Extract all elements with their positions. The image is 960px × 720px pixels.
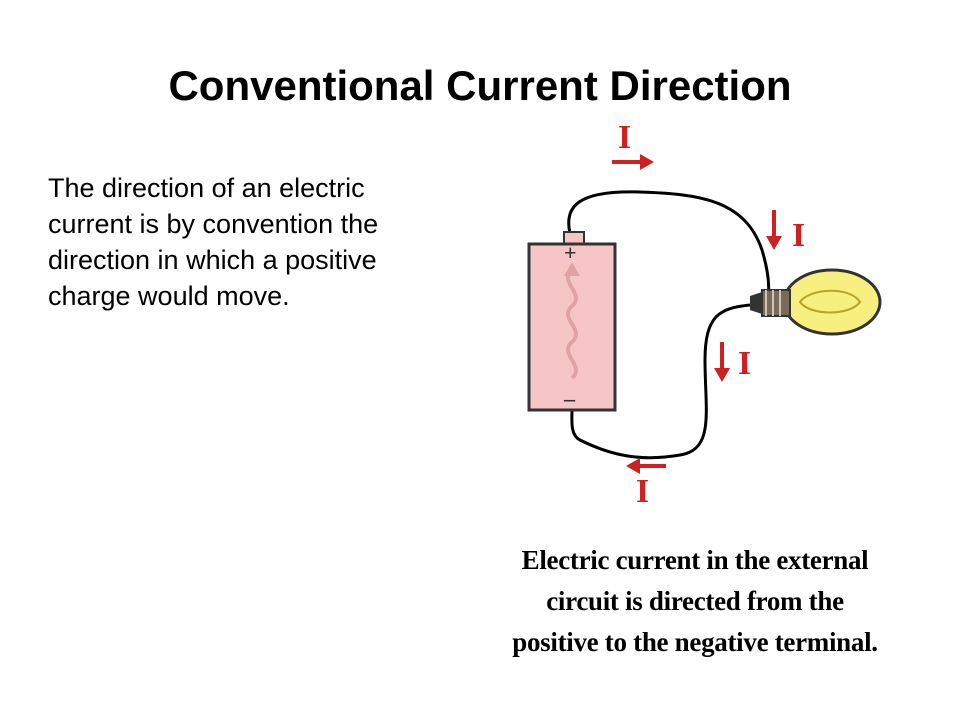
battery: + – [527,231,617,412]
charge-wave [566,268,578,380]
current-marker-bottom: I [626,458,666,510]
arrow-right-icon [640,154,654,170]
positive-terminal: + [564,240,577,265]
diagram-caption: Electric current in the external circuit… [440,540,950,663]
bottom-wire [570,303,751,460]
light-bulb [750,268,882,336]
slide-title: Conventional Current Direction [168,62,792,109]
negative-terminal: – [563,386,576,411]
arrow-left-icon [626,458,640,474]
body-text: The direction of an electric current is … [48,173,379,311]
current-label-right-lower: I [738,345,751,382]
current-marker-top: I [612,119,654,170]
arrow-down-icon [714,368,730,382]
circuit-diagram: + – I I I I [527,119,882,510]
current-label-right-upper: I [792,217,805,254]
arrow-down-icon [766,236,782,250]
current-marker-right-lower: I [714,342,751,382]
top-wire [567,190,771,299]
caption-line: positive to the negative terminal. [512,627,878,657]
current-label-bottom: I [636,473,649,510]
caption-line: Electric current in the external [521,545,869,575]
caption-line: circuit is directed from the [546,586,844,616]
current-marker-right-upper: I [766,210,805,254]
current-label-top: I [618,119,631,156]
